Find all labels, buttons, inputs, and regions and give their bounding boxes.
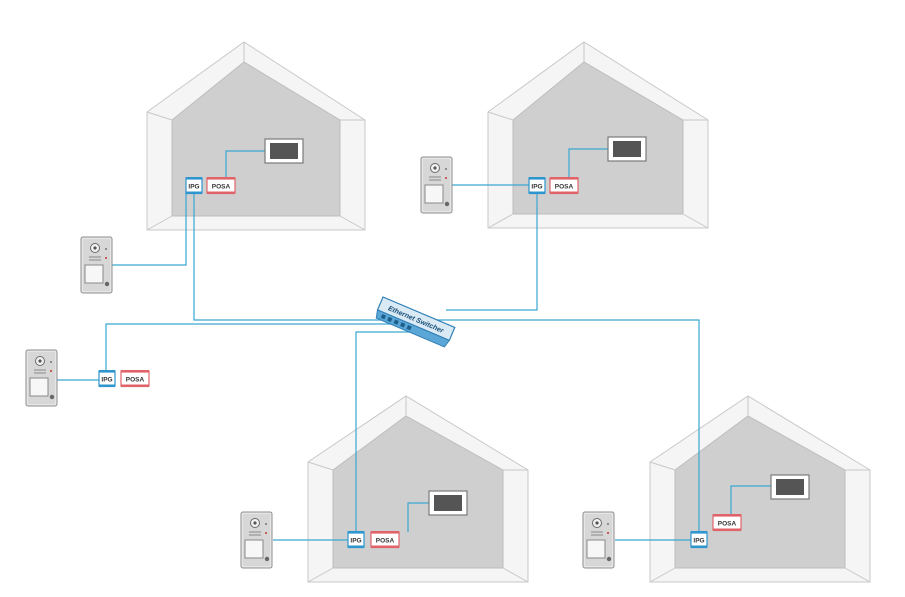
indoor-monitor-icon: [428, 490, 468, 516]
poe-label: POSA: [376, 538, 395, 545]
house-icon: [487, 41, 709, 229]
ipg-label: IPG: [188, 184, 199, 191]
network-cables: [57, 148, 772, 541]
house-top-left: [146, 41, 366, 231]
ipg-box: IPG: [185, 176, 203, 195]
ipg-label: IPG: [693, 538, 704, 545]
poe-label: POSA: [212, 184, 231, 191]
ipg-box: IPG: [347, 530, 365, 549]
ipg-label: IPG: [350, 538, 361, 545]
cable-left-bus: [105, 323, 410, 371]
ipg-label: IPG: [531, 184, 542, 191]
house-icon: [307, 395, 529, 583]
house-icon: [146, 41, 366, 231]
indoor-monitor-icon: [770, 474, 810, 500]
door-station-icon: [420, 156, 453, 214]
cable-tl-bus: [193, 192, 403, 321]
ipg-box: IPG: [528, 176, 546, 195]
poe-label: POSA: [718, 521, 737, 528]
cable-tr-bus: [446, 193, 538, 311]
door-station-icon: [582, 511, 615, 569]
house-bottom-center: [307, 395, 529, 583]
poe-box: POSA: [206, 176, 236, 195]
cable-br-monitor: [730, 485, 772, 515]
house-top-right: [487, 41, 709, 229]
door-station-icon: [240, 511, 273, 569]
poe-box: POSA: [120, 369, 150, 388]
indoor-monitor-icon: [607, 136, 647, 162]
poe-label: POSA: [555, 184, 574, 191]
ipg-box: IPG: [690, 530, 708, 549]
ipg-box: IPG: [98, 369, 116, 388]
cable-br-bus: [410, 319, 700, 533]
house-icon: [649, 395, 871, 583]
door-station-icon: [25, 349, 58, 407]
cable-tl-monitor: [225, 150, 266, 183]
poe-box: POSA: [549, 176, 579, 195]
cable-bc-bus: [355, 331, 412, 532]
cable-tl-door: [111, 192, 187, 266]
door-station-icon: [80, 236, 113, 294]
poe-box: POSA: [370, 530, 400, 549]
ethernet-switch-icon: Ethernet Switcher: [375, 296, 456, 348]
cable-bc-monitor: [407, 502, 430, 532]
house-bottom-right: [649, 395, 871, 583]
indoor-monitor-icon: [264, 138, 304, 164]
poe-label: POSA: [126, 377, 145, 384]
ipg-label: IPG: [101, 377, 112, 384]
cable-tr-monitor: [568, 148, 609, 178]
poe-box: POSA: [712, 513, 742, 532]
